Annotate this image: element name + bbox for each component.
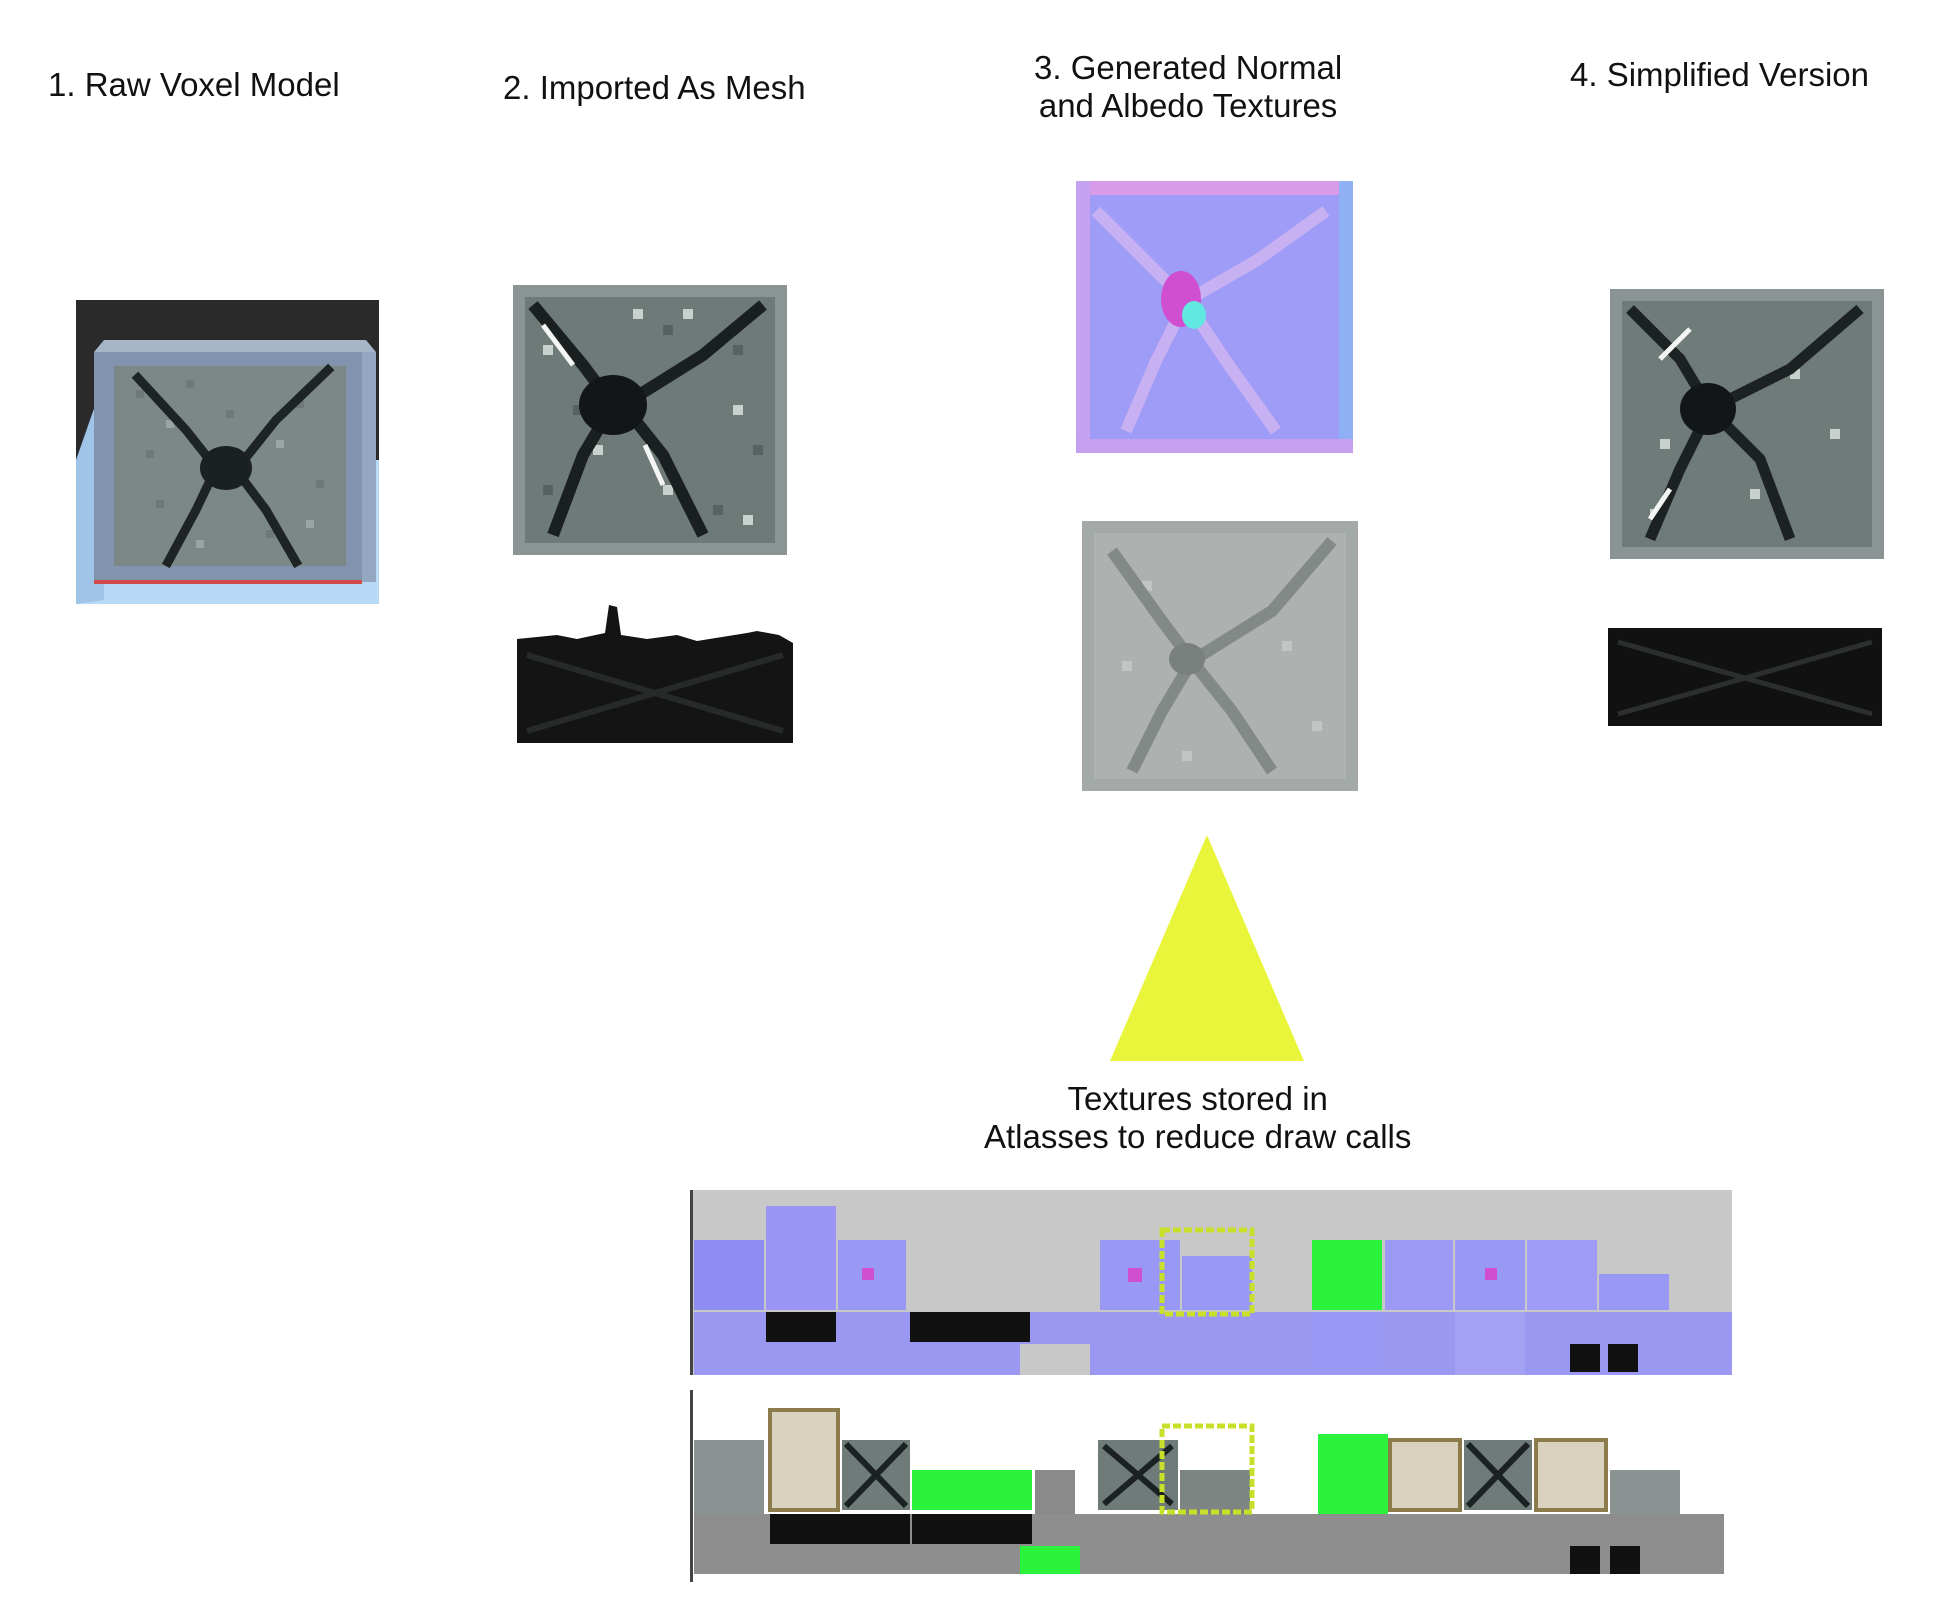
simplified-version-side (1608, 628, 1882, 726)
normal-map-texture (1076, 181, 1353, 453)
normal-map-atlas (690, 1190, 1732, 1375)
albedo-texture (1082, 521, 1358, 791)
raw-voxel-model-render (76, 300, 379, 604)
step-1-label: 1. Raw Voxel Model (48, 66, 340, 103)
simplified-version-front (1610, 289, 1884, 559)
atlas-caption: Textures stored in Atlasses to reduce dr… (984, 1080, 1411, 1156)
step-2-label: 2. Imported As Mesh (503, 69, 806, 106)
atlas-caption-line-1: Textures stored in (1067, 1080, 1328, 1117)
atlas-caption-line-2: Atlasses to reduce draw calls (984, 1118, 1412, 1155)
step-3-label-line-2: and Albedo Textures (1038, 87, 1338, 124)
imported-mesh-front (513, 285, 787, 555)
up-arrow-triangle (1110, 835, 1304, 1061)
imported-mesh-side (517, 605, 793, 743)
step-3-label: 3. Generated Normal and Albedo Textures (1034, 49, 1342, 125)
step-3-label-line-1: 3. Generated Normal (1034, 49, 1343, 86)
albedo-atlas (690, 1390, 1726, 1582)
step-4-label: 4. Simplified Version (1570, 56, 1869, 93)
